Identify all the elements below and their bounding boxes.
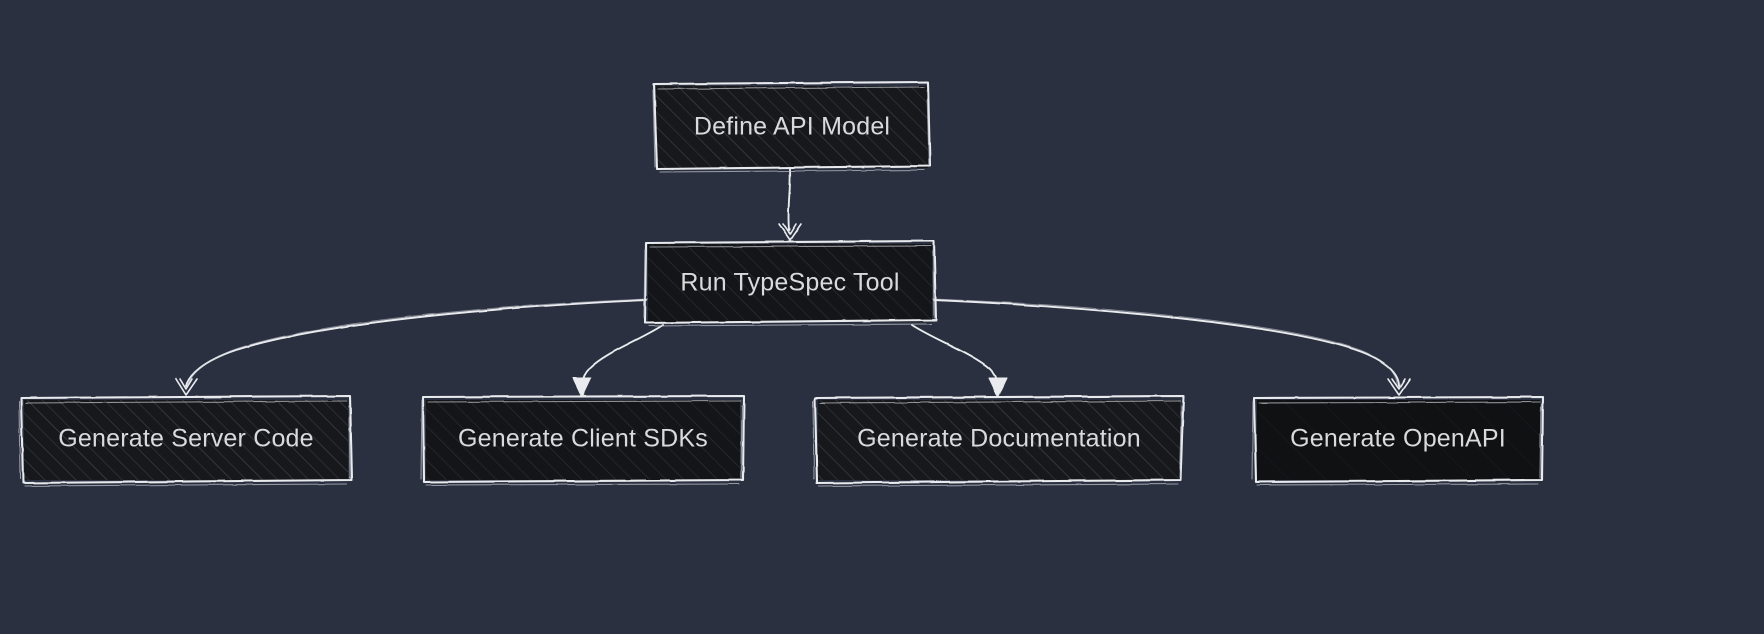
node-define-api-model-label: Define API Model — [694, 113, 890, 141]
node-generate-client-sdks[interactable]: Generate Client SDKs — [420, 394, 746, 486]
node-generate-client-sdks-fill — [426, 400, 740, 480]
node-generate-client-sdks-border-secondary — [420, 399, 743, 486]
node-define-api-model[interactable]: Define API Model — [652, 80, 932, 173]
edge-define-to-run[interactable] — [778, 169, 802, 241]
node-generate-server-code-border-secondary — [18, 400, 351, 487]
edge-run-to-sdks[interactable] — [572, 324, 664, 398]
node-generate-documentation-label: Generate Documentation — [857, 425, 1141, 453]
node-run-typespec-tool-fill — [648, 244, 932, 322]
node-generate-openapi-border — [1252, 395, 1545, 484]
node-run-typespec-tool[interactable]: Run TypeSpec Tool — [643, 239, 938, 327]
node-run-typespec-tool-label: Run TypeSpec Tool — [680, 269, 899, 297]
node-generate-openapi[interactable]: Generate OpenAPI — [1251, 395, 1545, 486]
node-define-api-model-fill — [656, 86, 928, 168]
node-define-api-model-border-secondary — [652, 86, 930, 173]
edge-run-to-openapi[interactable] — [931, 298, 1411, 396]
node-generate-documentation-border — [813, 394, 1186, 485]
node-generate-server-code[interactable]: Generate Server Code — [18, 394, 354, 487]
node-generate-documentation-border-secondary — [812, 400, 1183, 487]
node-generate-server-code-label: Generate Server Code — [58, 425, 314, 453]
node-generate-client-sdks-label: Generate Client SDKs — [458, 425, 708, 453]
node-run-typespec-tool-border-secondary — [643, 245, 935, 327]
node-generate-documentation[interactable]: Generate Documentation — [812, 394, 1186, 487]
node-generate-openapi-label: Generate OpenAPI — [1290, 425, 1506, 453]
node-define-api-model-border — [652, 80, 932, 171]
node-generate-server-code-border — [19, 394, 354, 485]
node-generate-documentation-fill — [818, 400, 1180, 480]
node-generate-openapi-fill — [1257, 400, 1540, 480]
node-run-typespec-tool-border — [643, 239, 938, 325]
edge-run-to-docs[interactable] — [911, 324, 1008, 398]
node-generate-server-code-fill — [24, 400, 348, 480]
node-generate-client-sdks-border — [421, 394, 746, 484]
node-generate-openapi-border-secondary — [1251, 400, 1542, 486]
edges-group — [175, 169, 1411, 398]
edge-run-to-server[interactable] — [175, 298, 649, 396]
